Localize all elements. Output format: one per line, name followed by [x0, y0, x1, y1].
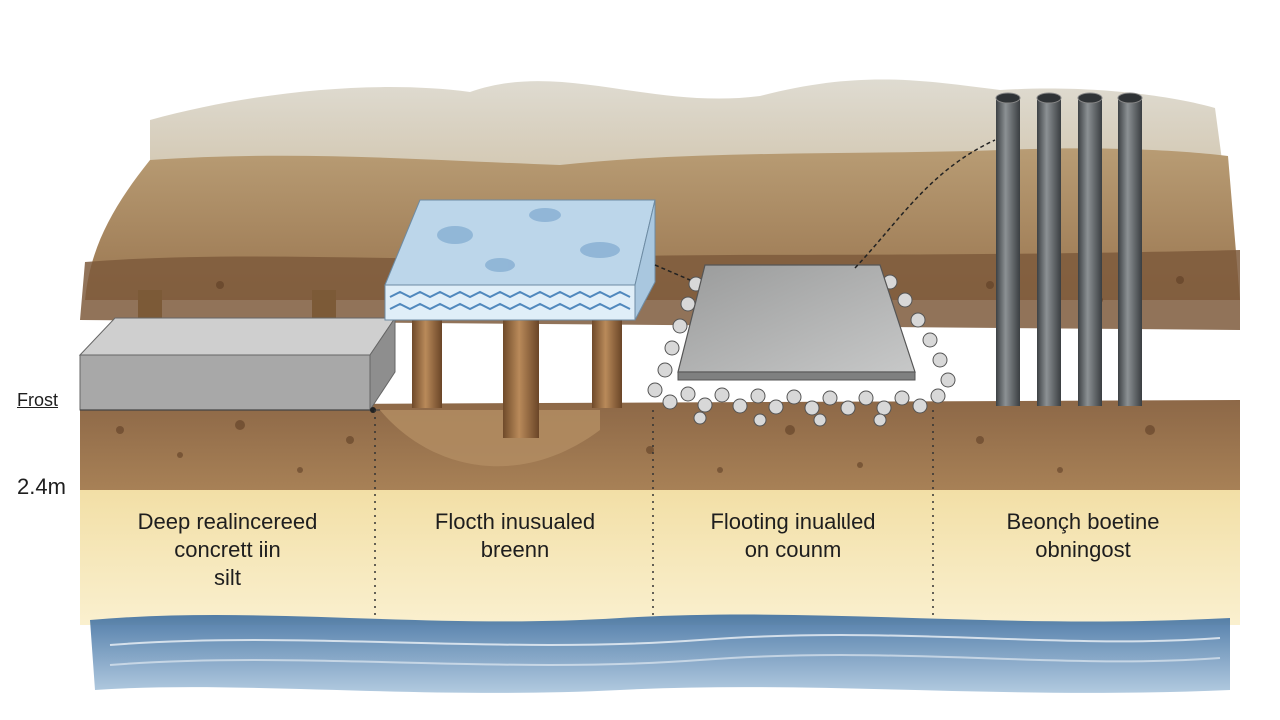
insulated-slab-top: [384, 199, 656, 286]
water-line: [109, 634, 1221, 646]
silt-layer: [80, 490, 1240, 625]
depth-label: 2.4m: [17, 474, 66, 499]
insulation-wave: [389, 290, 631, 299]
pipe-top: [1117, 92, 1143, 104]
panel-label-piles: Beonçh boetine obningost: [1006, 509, 1160, 562]
insulated-slab-face: [384, 284, 636, 321]
panel-label-concrete: Deep realincereed concrett iin silt: [137, 509, 318, 590]
frost-label: Frost: [17, 390, 59, 410]
pipe: [1118, 98, 1142, 406]
leader-line: [854, 139, 996, 269]
insulation-pattern: [437, 208, 620, 272]
pile-pipes: [995, 92, 1143, 406]
pipe-top: [1036, 92, 1062, 104]
wood-post: [592, 315, 622, 408]
compacted-mound: [380, 410, 600, 467]
insulated-slab-side: [634, 199, 656, 321]
footing-support: [138, 290, 162, 322]
pipe-top: [995, 92, 1021, 104]
concrete-footing-top: [78, 317, 396, 356]
upper-subsoil: [80, 250, 1240, 330]
groundwater: [90, 614, 1230, 693]
concrete-slab: [677, 264, 916, 373]
insulation-wave: [389, 302, 631, 311]
concrete-footing: [79, 354, 371, 411]
panel-label-gravel: Flooting inualɩled on counm: [710, 509, 876, 562]
leader-line: [654, 264, 691, 281]
wood-post: [503, 315, 539, 438]
concrete-slab-edge: [677, 371, 916, 381]
pipe: [1078, 98, 1102, 406]
pipe: [996, 98, 1020, 406]
wood-post: [412, 315, 442, 408]
pipe-top: [1077, 92, 1103, 104]
water-line: [109, 654, 1221, 666]
panel-label-insulated: Floсth inusualed breenn: [434, 509, 596, 562]
subsoil-layer: [80, 400, 1240, 495]
concrete-footing-side: [369, 316, 396, 412]
footing-support: [312, 290, 336, 322]
pipe: [1037, 98, 1061, 406]
gravel-bed: [647, 274, 956, 427]
